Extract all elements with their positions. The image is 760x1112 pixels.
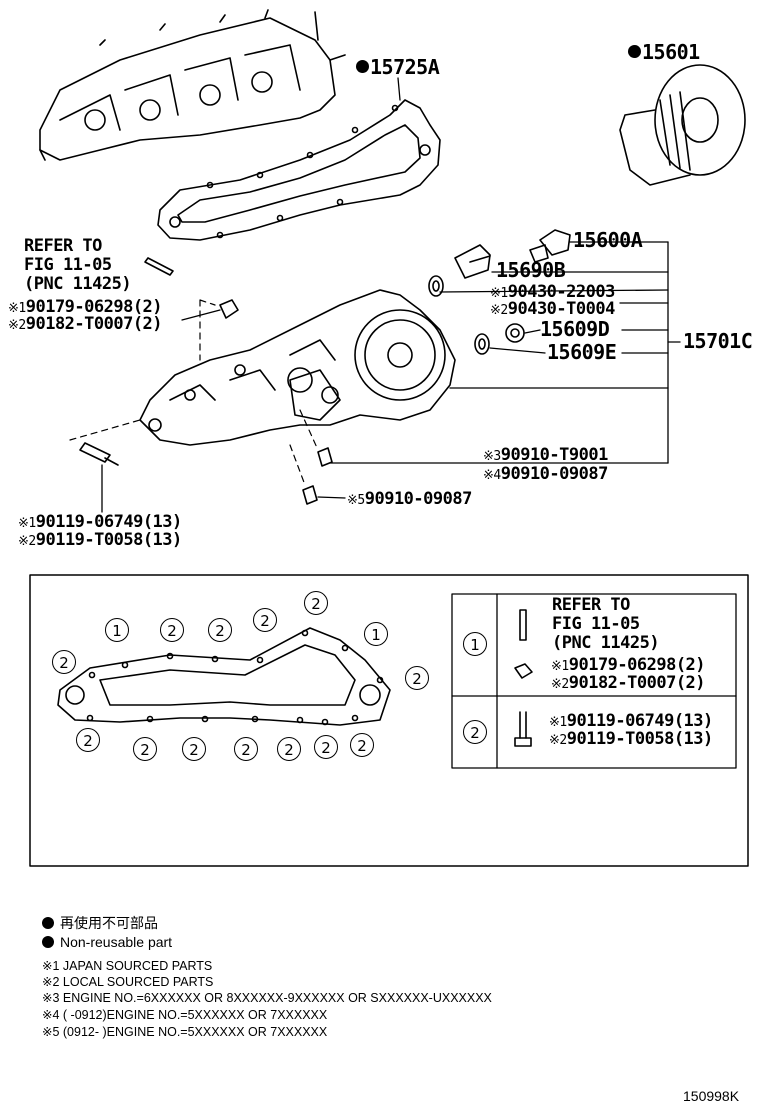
- gasket-position-number: 2: [208, 618, 232, 642]
- legend-note-1: ※1 JAPAN SOURCED PARTS: [42, 959, 213, 973]
- oil-cooler-assembly-drawing: [139, 289, 456, 446]
- table-part-90119-b: ※290119-T0058(13): [549, 729, 713, 749]
- part-label-90119-06749: ※190119-06749(13): [18, 512, 182, 532]
- non-reusable-dot-icon: [42, 936, 54, 949]
- gasket-position-number: 2: [133, 737, 157, 761]
- gasket-position-number: 2: [234, 737, 258, 761]
- non-reusable-dot-icon: [628, 45, 641, 58]
- gasket-position-number: 2: [304, 591, 328, 615]
- table-refer-2: FIG 11-05: [552, 614, 640, 634]
- part-label-90182-T0007: ※290182-T0007(2): [8, 314, 163, 334]
- gasket-position-number: 2: [405, 666, 429, 690]
- refer-line-3: (PNC 11425): [24, 274, 132, 294]
- engine-block-drawing: [39, 9, 346, 161]
- part-label-90910-09087-b: ※590910-09087: [347, 489, 472, 509]
- table-part-90179: ※190179-06298(2): [551, 655, 706, 675]
- legend-non-reusable-en: Non-reusable part: [42, 934, 172, 950]
- refer-line-1: REFER TO: [24, 236, 102, 256]
- legend-note-2: ※2 LOCAL SOURCED PARTS: [42, 975, 214, 989]
- small-parts-drawing: [79, 229, 571, 505]
- legend-note-5: ※5 (0912- )ENGINE NO.=5XXXXXX OR 7XXXXXX: [42, 1025, 328, 1039]
- part-label-90179-06298: ※190179-06298(2): [8, 297, 163, 317]
- table-refer-3: (PNC 11425): [552, 633, 660, 653]
- part-label-90910-T9001: ※390910-T9001: [483, 445, 608, 465]
- part-label-15690B: 15690B: [496, 258, 566, 282]
- gasket-position-number: 2: [277, 737, 301, 761]
- gasket-position-number: 1: [364, 622, 388, 646]
- table-row-2-number: 2: [463, 720, 487, 744]
- assembly-lines: [69, 299, 319, 486]
- gasket-position-number: 2: [160, 618, 184, 642]
- part-label-15609E: 15609E: [547, 340, 617, 364]
- gasket-position-number: 2: [253, 608, 277, 632]
- part-label-90910-09087-a: ※490910-09087: [483, 464, 608, 484]
- legend-non-reusable-jp: 再使用不可部品: [42, 915, 158, 931]
- legend-note-4: ※4 ( -0912)ENGINE NO.=5XXXXXX OR 7XXXXXX: [42, 1008, 328, 1022]
- oil-cooler-gasket-drawing: [157, 99, 441, 241]
- gasket-detail-drawing: [57, 627, 391, 726]
- table-parts-drawing: [514, 609, 533, 747]
- gasket-position-number: 2: [52, 650, 76, 674]
- part-label-15725A: 15725A: [356, 57, 440, 77]
- table-refer-1: REFER TO: [552, 595, 630, 615]
- refer-line-2: FIG 11-05: [24, 255, 112, 275]
- part-label-15600A: 15600A: [573, 228, 643, 252]
- gasket-frame: [29, 574, 749, 867]
- table-part-90119-a: ※190119-06749(13): [549, 711, 713, 731]
- gasket-position-number: 1: [105, 618, 129, 642]
- part-label-15701C: 15701C: [683, 329, 753, 353]
- legend-note-3: ※3 ENGINE NO.=6XXXXXX OR 8XXXXXX-9XXXXXX…: [42, 991, 492, 1005]
- gasket-position-number: 2: [350, 733, 374, 757]
- non-reusable-dot-icon: [356, 60, 369, 73]
- part-label-90430-22003: ※190430-22003: [490, 282, 615, 302]
- table-part-90182: ※290182-T0007(2): [551, 673, 706, 693]
- table-row-1-number: 1: [463, 632, 487, 656]
- gasket-position-number: 2: [314, 735, 338, 759]
- gasket-position-number: 2: [76, 728, 100, 752]
- part-label-90119-T0058: ※290119-T0058(13): [18, 530, 182, 550]
- oil-filter-drawing: [619, 64, 746, 186]
- non-reusable-dot-icon: [42, 917, 54, 930]
- gasket-position-number: 2: [182, 737, 206, 761]
- part-label-90430-T0004: ※290430-T0004: [490, 299, 615, 319]
- fastener-table: [451, 593, 737, 769]
- part-label-15609D: 15609D: [540, 317, 610, 341]
- part-label-15601: 15601: [628, 42, 700, 62]
- leader-lines: [101, 77, 681, 513]
- figure-id: 150998K: [683, 1088, 740, 1104]
